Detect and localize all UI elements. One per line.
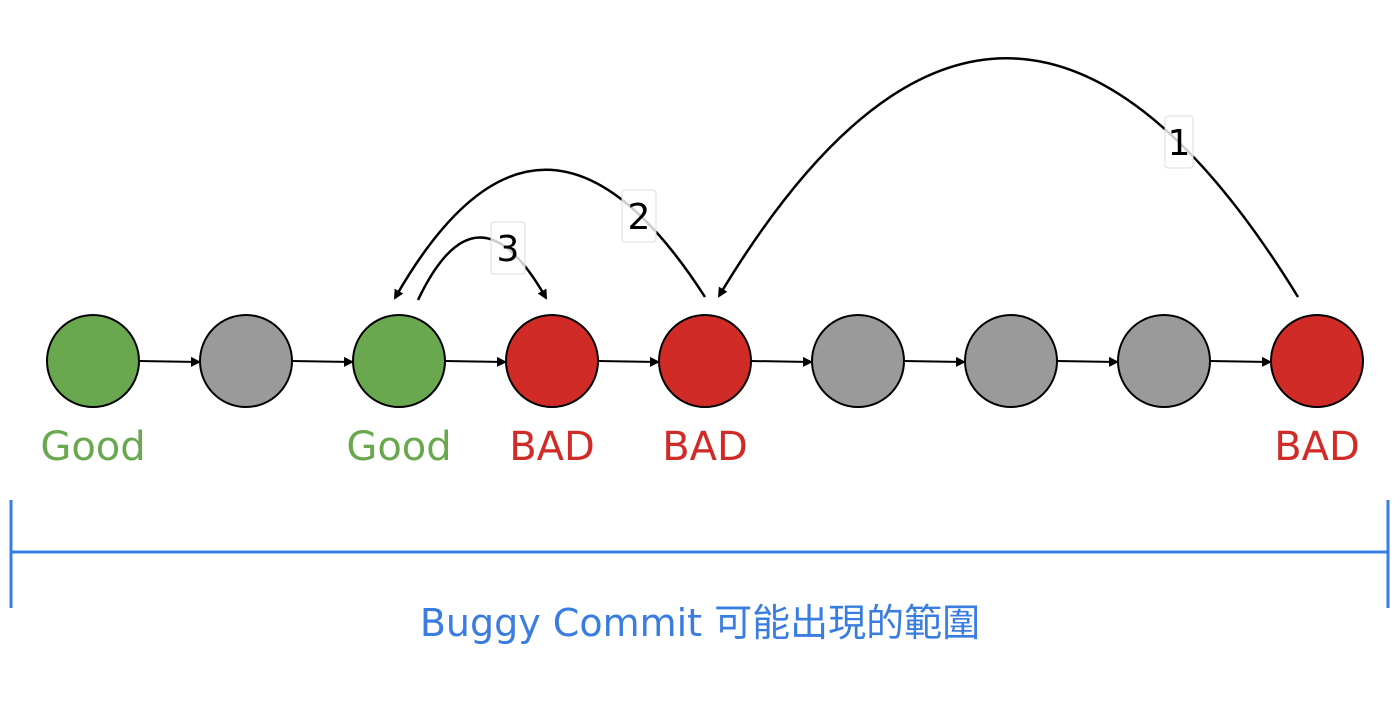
commit-link-arrow xyxy=(903,356,966,367)
commit-node-untested xyxy=(811,314,905,408)
commit-link-arrow xyxy=(444,356,507,367)
step-2-label: 2 xyxy=(621,189,657,243)
commit-node-good xyxy=(46,314,140,408)
step-3-arc xyxy=(416,236,548,301)
commit-node-bad xyxy=(658,314,752,408)
svg-text:3: 3 xyxy=(497,229,520,270)
commit-status-label: Good xyxy=(40,424,145,470)
commit-status-label: BAD xyxy=(1274,424,1360,470)
commit-link-arrow xyxy=(291,356,354,367)
range-bracket xyxy=(9,500,1390,608)
commit-link-arrow xyxy=(138,356,201,367)
commit-link-arrow xyxy=(1056,356,1119,367)
commit-node-untested xyxy=(199,314,293,408)
commit-status-label: BAD xyxy=(509,424,595,470)
commit-status-label: Good xyxy=(346,424,451,470)
commit-node-bad xyxy=(505,314,599,408)
commit-link-arrow xyxy=(1209,356,1272,367)
svg-text:1: 1 xyxy=(1168,123,1191,164)
commit-node-untested xyxy=(964,314,1058,408)
commit-node-good xyxy=(352,314,446,408)
step-1-arc xyxy=(717,57,1300,298)
range-label: Buggy Commit 可能出現的範圍 xyxy=(420,601,980,645)
commit-node-bad xyxy=(1270,314,1364,408)
commit-link-arrow xyxy=(750,356,813,367)
svg-text:2: 2 xyxy=(628,197,651,238)
step-3-label: 3 xyxy=(490,221,526,275)
commit-link-arrow xyxy=(597,356,660,367)
commit-node-untested xyxy=(1117,314,1211,408)
commit-status-label: BAD xyxy=(662,424,748,470)
step-2-arc xyxy=(393,168,707,300)
step-1-label: 1 xyxy=(1164,115,1194,169)
